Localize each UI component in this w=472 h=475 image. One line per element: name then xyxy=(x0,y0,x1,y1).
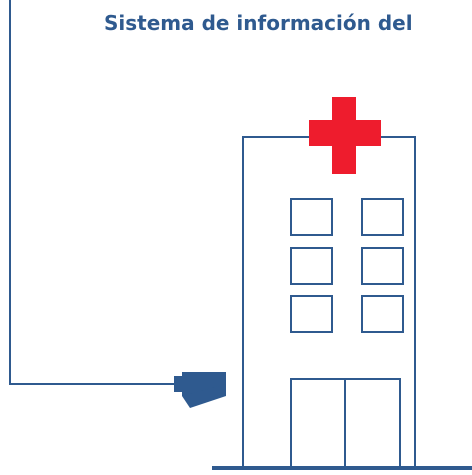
network-cable xyxy=(9,0,175,385)
window xyxy=(361,198,404,236)
medical-cross-icon xyxy=(309,97,381,174)
window xyxy=(290,198,333,236)
window xyxy=(290,247,333,285)
hospital-building-icon xyxy=(212,136,472,470)
window xyxy=(290,295,333,333)
building-outline xyxy=(242,136,416,469)
diagram-title: Sistema de información del xyxy=(104,11,413,35)
window xyxy=(361,247,404,285)
network-plug-icon xyxy=(174,372,226,408)
window xyxy=(361,295,404,333)
